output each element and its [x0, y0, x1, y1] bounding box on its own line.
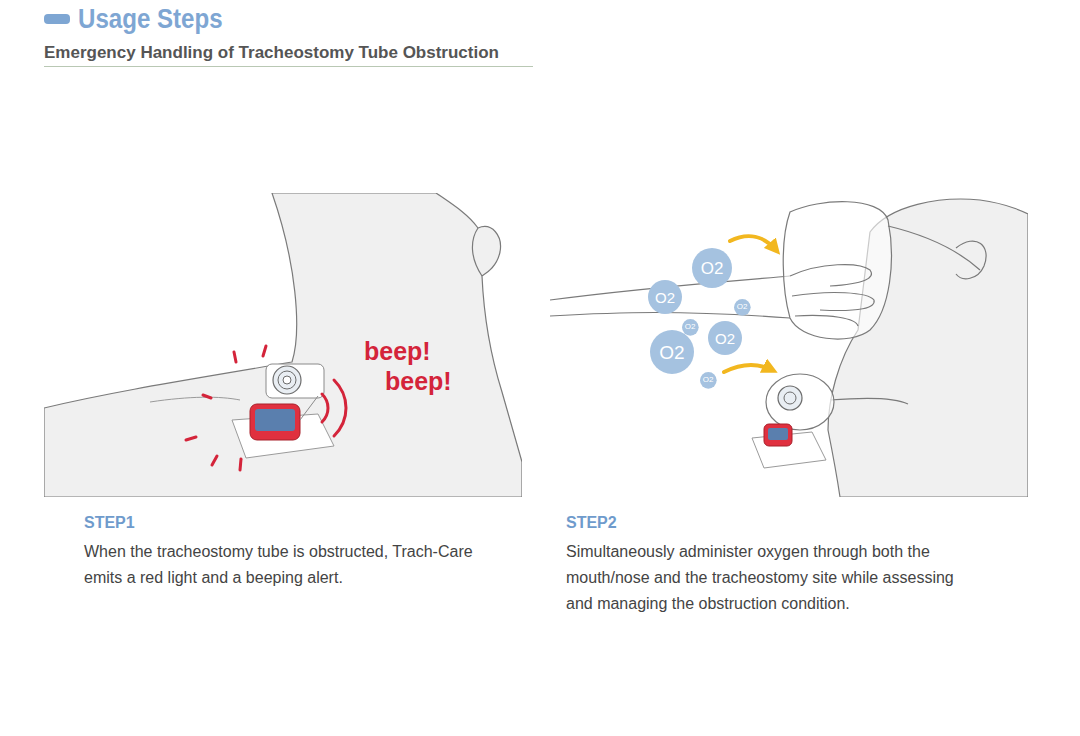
- device-screen: [768, 428, 788, 440]
- trach-flange: [266, 364, 324, 398]
- sound-arc: [334, 380, 346, 436]
- trach-connector-ring: [784, 392, 796, 404]
- alert-text: beep!: [385, 366, 452, 396]
- trach-mask-strap: [830, 398, 908, 404]
- alert-tick: [240, 459, 241, 470]
- bubble-label: O2: [692, 248, 732, 288]
- bubble-circle: [648, 280, 682, 314]
- device-screen: [255, 409, 295, 431]
- alert-text: beep!: [364, 336, 431, 366]
- subtitle-underline: [44, 66, 533, 67]
- step-description: Simultaneously administer oxygen through…: [566, 539, 978, 617]
- step2-figure: [550, 199, 1028, 497]
- page-title: Usage Steps: [78, 3, 223, 35]
- trach-connector: [778, 386, 802, 410]
- alert-tick: [234, 352, 236, 362]
- caregiver-hand: [790, 265, 874, 326]
- alert-tick: [203, 395, 211, 398]
- alert-tick: [263, 346, 266, 356]
- oxygen-arrow: [730, 236, 776, 250]
- device-wire: [300, 396, 318, 420]
- bubble-label: O2: [648, 280, 682, 314]
- step-description: When the tracheostomy tube is obstructed…: [84, 539, 474, 591]
- step1-figure: [44, 193, 522, 497]
- step-heading: STEP1: [84, 513, 135, 532]
- trachcare-device: [764, 424, 792, 446]
- alert-marks: [186, 346, 346, 470]
- mask-strap: [888, 226, 980, 270]
- bubble-circle: [692, 248, 732, 288]
- ear-line: [956, 241, 986, 279]
- title-bar-icon: [44, 14, 70, 24]
- oxygen-bubble: O2: [682, 319, 699, 336]
- bubble-circle: [650, 330, 694, 374]
- bubble-label: O2: [650, 330, 694, 374]
- subtitle: Emergency Handling of Tracheostomy Tube …: [44, 43, 499, 63]
- bubble-label: O2: [700, 372, 717, 389]
- clavicle-line: [150, 397, 240, 402]
- bubble-circle: [734, 299, 751, 316]
- bubble-circle: [682, 319, 699, 336]
- trach-connector-ring: [278, 371, 296, 389]
- alert-tick: [186, 437, 196, 440]
- oxygen-arrow: [724, 365, 772, 372]
- oxygen-bubble: O2: [648, 280, 682, 314]
- bubble-label: O2: [708, 321, 742, 355]
- oxygen-bubble: O2: [692, 248, 732, 288]
- oxygen-face-mask: [783, 202, 891, 339]
- oxygen-bubble: O2: [700, 372, 717, 389]
- alert-tick: [212, 456, 217, 465]
- bubble-circle: [700, 372, 717, 389]
- ear-line: [472, 228, 482, 276]
- trach-connector-core: [283, 376, 291, 384]
- oxygen-bubble: O2: [650, 330, 694, 374]
- sound-arc: [322, 394, 328, 422]
- bubble-label: O2: [682, 319, 699, 336]
- step-heading: STEP2: [566, 513, 617, 532]
- neck-shoulder-outline: [44, 193, 522, 497]
- oxygen-bubble: O2: [708, 321, 742, 355]
- bubble-label: O2: [734, 299, 751, 316]
- bubble-circle: [708, 321, 742, 355]
- caregiver-arm: [550, 313, 790, 319]
- oxygen-bubble: O2: [734, 299, 751, 316]
- trach-connector: [273, 366, 301, 394]
- trachcare-device: [250, 404, 300, 440]
- trach-mask: [766, 374, 834, 430]
